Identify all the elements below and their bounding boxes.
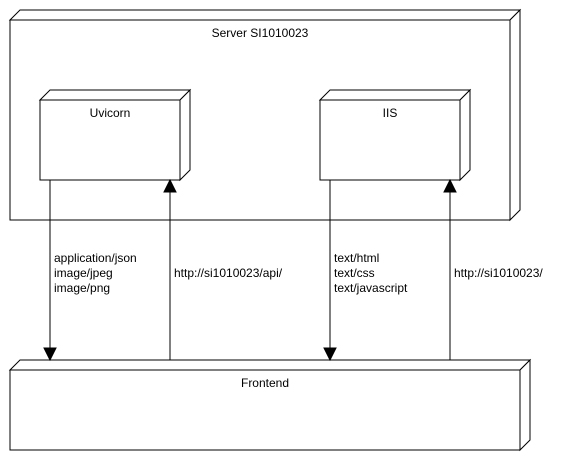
frontend-node-side <box>519 358 531 452</box>
edge-label: http://si1010023/ <box>454 266 543 280</box>
edge-label-line: application/json <box>54 251 137 265</box>
server-node-top <box>8 9 522 21</box>
edge-label-line: text/html <box>334 251 379 265</box>
uvicorn-node-top <box>38 89 192 101</box>
uvicorn-node-face <box>39 99 181 181</box>
arrowhead-down-icon <box>43 347 57 362</box>
uvicorn-node-side <box>179 88 191 182</box>
edge-label-line: image/jpeg <box>54 266 113 280</box>
arrowhead-down-icon <box>323 347 337 362</box>
iis-node-title: IIS <box>383 106 398 120</box>
edge-label-line: image/png <box>54 281 110 295</box>
frontend-node[interactable]: Frontend <box>8 358 532 452</box>
uvicorn-node-title: Uvicorn <box>90 106 131 120</box>
edge-label: http://si1010023/api/ <box>174 266 283 280</box>
frontend-node-face <box>9 369 521 451</box>
uvicorn-node[interactable]: Uvicorn <box>38 88 192 182</box>
iis-node-top <box>318 89 472 101</box>
edge-label-line: text/javascript <box>334 281 408 295</box>
arrowhead-up-icon <box>163 178 177 193</box>
edge-label-line: text/css <box>334 266 375 280</box>
arrowhead-up-icon <box>443 178 457 193</box>
iis-node-side <box>459 88 471 182</box>
server-node-title: Server SI1010023 <box>212 26 309 40</box>
edge-iis-to-frontend[interactable]: text/html text/css text/javascript <box>323 180 408 362</box>
frontend-node-top <box>8 359 532 371</box>
edge-uvicorn-to-frontend[interactable]: application/json image/jpeg image/png <box>43 180 137 362</box>
edge-frontend-to-iis[interactable]: http://si1010023/ <box>443 178 543 360</box>
iis-node-face <box>319 99 461 181</box>
server-node-side <box>509 8 521 222</box>
edge-frontend-to-uvicorn[interactable]: http://si1010023/api/ <box>163 178 283 360</box>
iis-node[interactable]: IIS <box>318 88 472 182</box>
frontend-node-title: Frontend <box>241 376 289 390</box>
